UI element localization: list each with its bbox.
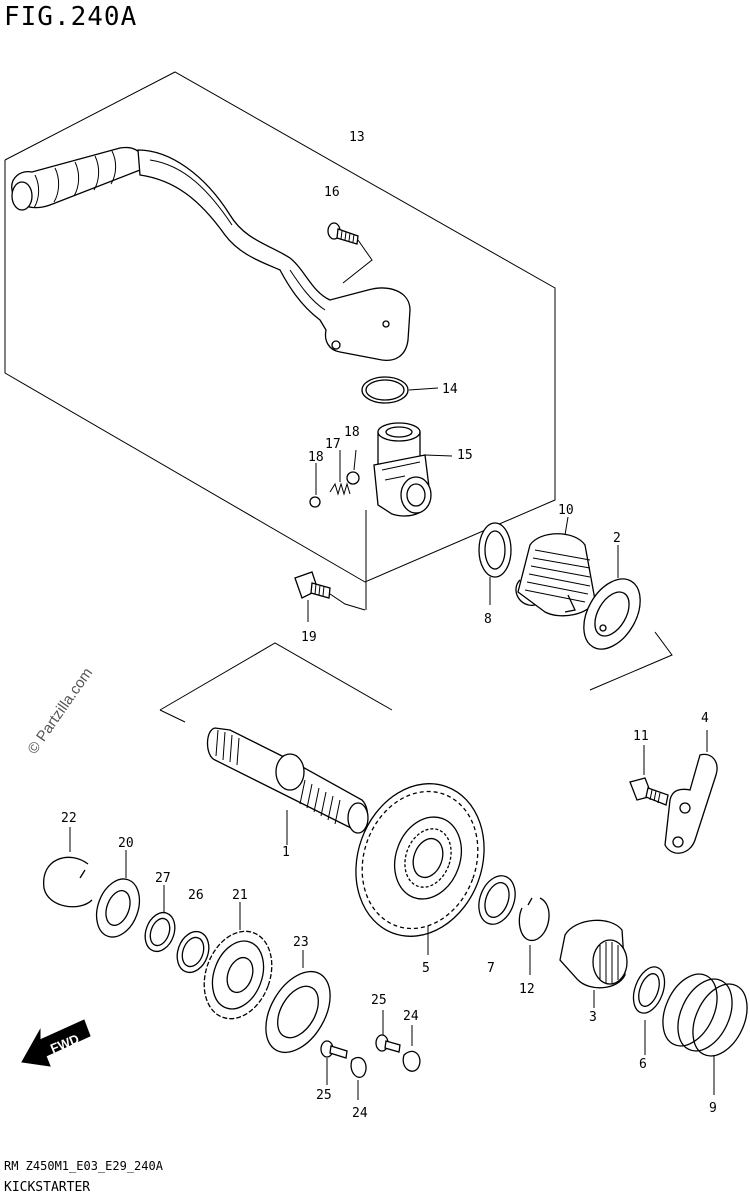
part-number-22: 22 [61, 811, 77, 826]
lock-plate-20-icon [95, 850, 141, 938]
part-number-4: 4 [701, 711, 709, 726]
part-number-10: 10 [558, 503, 574, 518]
ball-18-icon [309, 463, 321, 508]
kickstarter-shaft-1-icon [206, 727, 369, 845]
part-number-13: 13 [349, 130, 365, 145]
part-number-5: 5 [422, 961, 430, 976]
part-number-16: 16 [324, 185, 340, 200]
part-number-18: 18 [344, 425, 360, 440]
spring-9-icon [662, 973, 748, 1095]
part-number-25: 25 [371, 993, 387, 1008]
washer-26-icon [176, 930, 210, 974]
part-number-27: 27 [155, 871, 171, 886]
part-number-15: 15 [457, 448, 473, 463]
part-number-2: 2 [613, 531, 621, 546]
screw-25-icon [375, 1010, 401, 1053]
part-number-6: 6 [639, 1057, 647, 1072]
part-number-23: 23 [293, 935, 309, 950]
part-number-24: 24 [403, 1009, 419, 1024]
part-number-18: 18 [308, 450, 324, 465]
kick-spring-10-icon [515, 516, 596, 617]
bolt-19-icon [294, 571, 366, 622]
part-number-24: 24 [352, 1106, 368, 1121]
kick-lever-assembly-outline [4, 71, 556, 583]
footer-section-title: KICKSTARTER [4, 1180, 91, 1195]
screw-25-icon [320, 1040, 348, 1085]
part-number-25: 25 [316, 1088, 332, 1103]
part-number-1: 1 [282, 845, 290, 860]
part-number-19: 19 [301, 630, 317, 645]
bolt-16-icon [327, 222, 373, 284]
gear-21-icon [203, 902, 273, 1020]
part-number-8: 8 [484, 612, 492, 627]
part-number-17: 17 [325, 437, 341, 452]
washer-27-icon [144, 885, 176, 953]
part-number-3: 3 [589, 1010, 597, 1025]
bearing-23-icon [265, 950, 331, 1054]
kick-shaft-15-icon [373, 422, 453, 517]
ball-18-icon [346, 449, 360, 485]
part-number-11: 11 [633, 729, 649, 744]
shaft-group-outline [159, 642, 393, 723]
circlip-12-icon [518, 897, 550, 975]
guide-4-icon [664, 730, 718, 854]
gear-5-icon [355, 783, 485, 955]
washer-2-icon [583, 545, 641, 650]
bolt-11-icon [629, 745, 669, 806]
washer-24-icon [402, 1025, 421, 1072]
part-number-12: 12 [519, 982, 535, 997]
o-ring-14-icon [361, 376, 439, 404]
part-number-20: 20 [118, 836, 134, 851]
watermark: © Partzilla.com [24, 665, 96, 758]
kick-lever-icon [11, 146, 411, 362]
footer-diagram-code: RM Z450M1_E03_E29_240A [4, 1159, 163, 1173]
circlip-22-icon [43, 827, 93, 908]
part-number-7: 7 [487, 961, 495, 976]
part-number-26: 26 [188, 888, 204, 903]
fwd-arrow-icon [21, 1019, 91, 1067]
spring-17-icon [329, 450, 351, 496]
washer-24-icon [350, 1056, 367, 1100]
washer-6-icon [632, 966, 666, 1055]
part-number-14: 14 [442, 382, 458, 397]
ratchet-3-icon [559, 919, 628, 1008]
washer-7-icon [478, 875, 516, 925]
part-number-21: 21 [232, 888, 248, 903]
oil-seal-8-icon [478, 522, 512, 605]
part-number-9: 9 [709, 1101, 717, 1116]
kickstarter-spring-group-outline [589, 631, 673, 691]
figure-title: FIG.240A [4, 2, 138, 32]
